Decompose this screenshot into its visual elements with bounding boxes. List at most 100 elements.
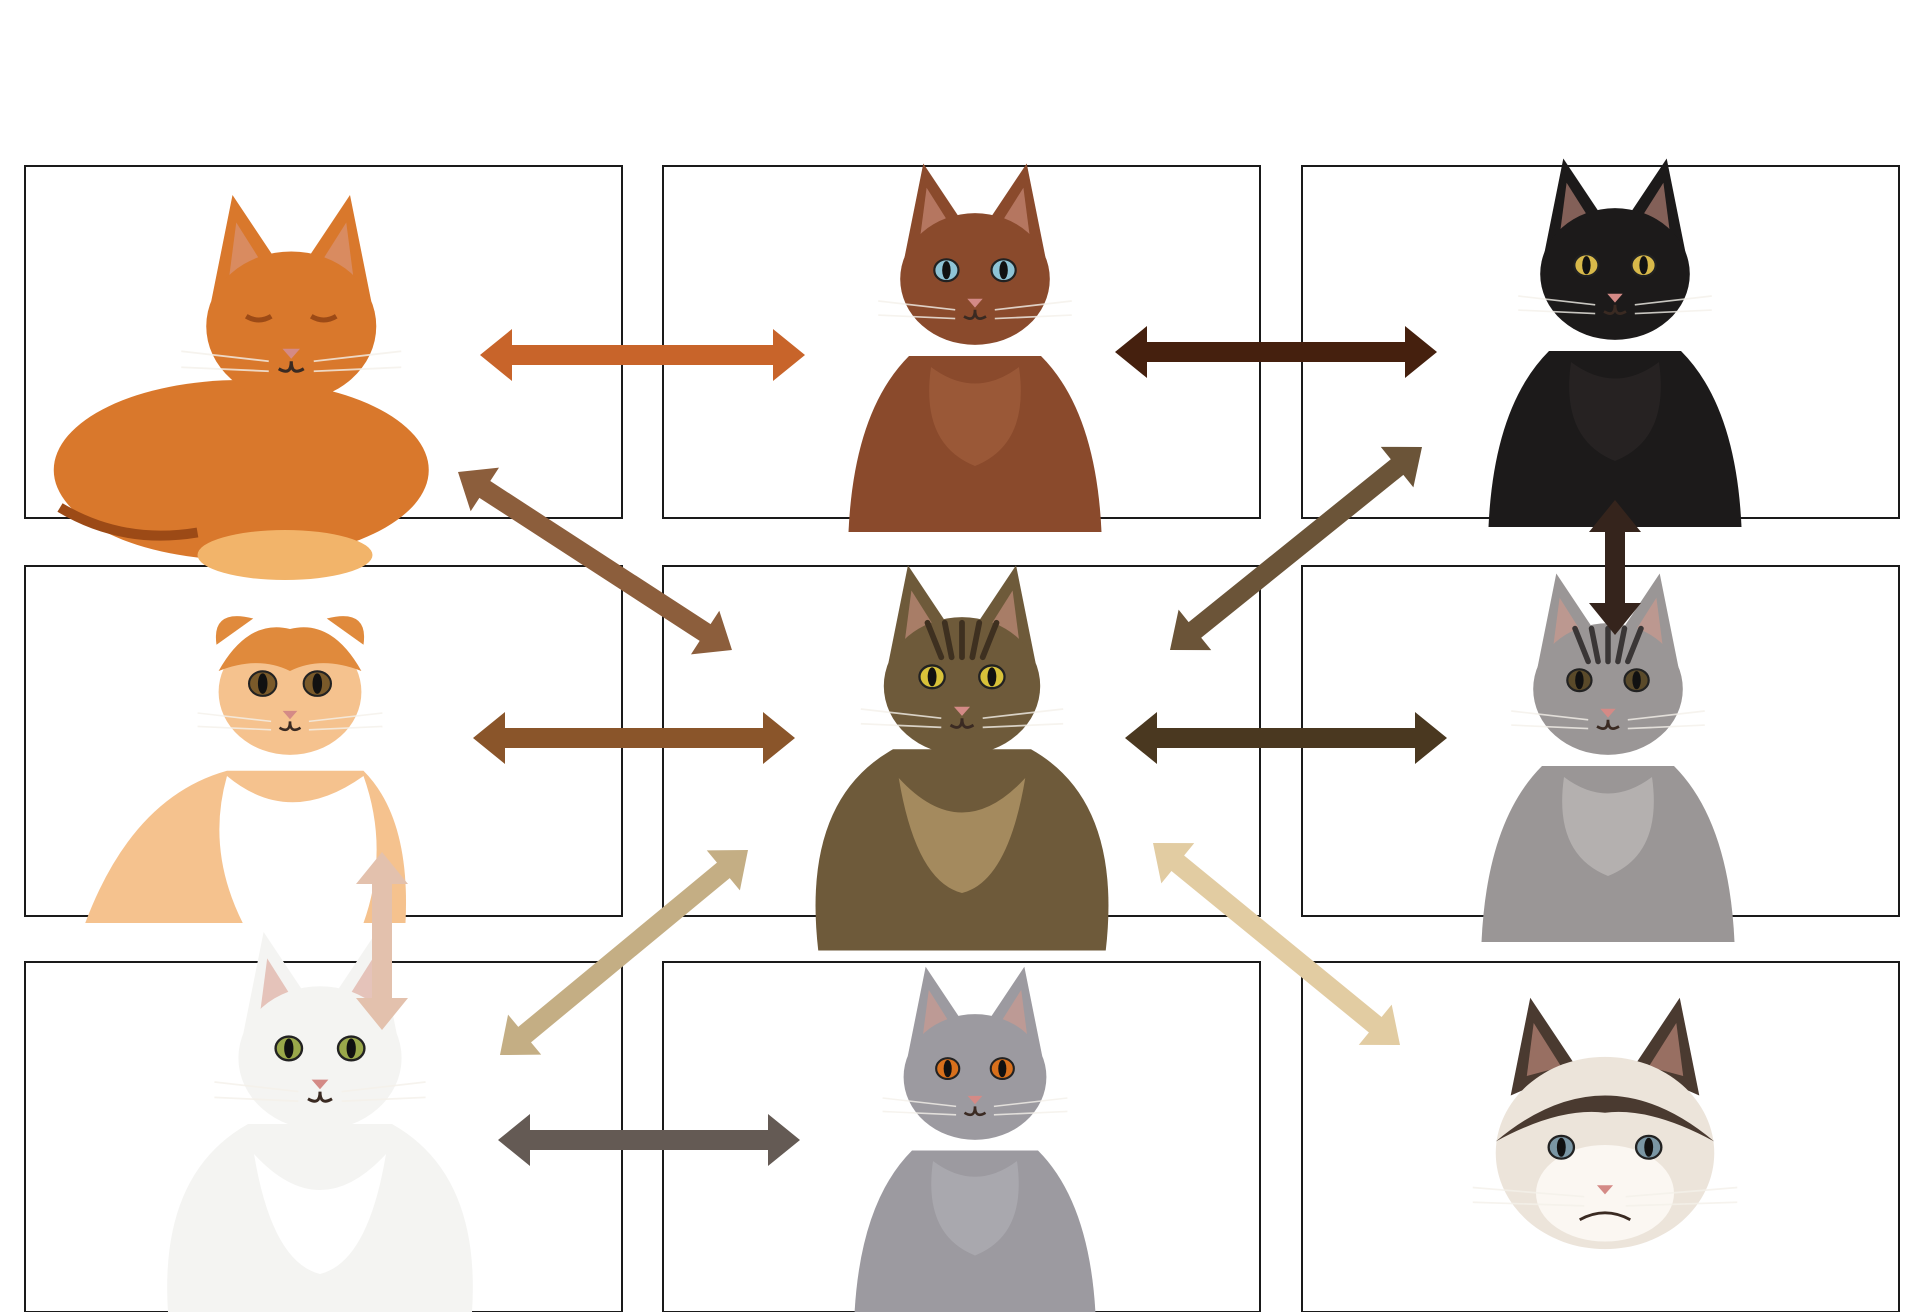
- cat-whisker: [982, 722, 1064, 729]
- cat-forehead-stripe: [941, 619, 955, 661]
- cat-whisker: [878, 314, 956, 320]
- cat-head: [882, 966, 1068, 1140]
- cat-stripe: [57, 503, 199, 541]
- cat-whisker: [993, 1110, 1068, 1116]
- cat-whisker: [214, 1081, 299, 1093]
- cat-face-patch: [218, 627, 362, 671]
- cat-chest: [1569, 362, 1661, 461]
- cat-body: [53, 380, 429, 560]
- cat-mouth: [1579, 1211, 1631, 1221]
- cat-pupil-right: [346, 1038, 356, 1059]
- cat-body: [854, 1150, 1096, 1312]
- cat-nose: [282, 710, 298, 720]
- cat-head: [1472, 997, 1738, 1250]
- cat-head: [860, 565, 1064, 755]
- black-cat-photo: [1488, 158, 1742, 527]
- arrow-black-cat-silver-tabby: [1589, 500, 1641, 635]
- cat-inner-ear-left: [1526, 1023, 1562, 1076]
- cat-whisker: [994, 300, 1072, 311]
- connection-arrows: [356, 326, 1641, 1166]
- cat-head: [1511, 573, 1705, 755]
- cat-pupil-right: [999, 261, 1008, 280]
- cat-mouth: [277, 361, 305, 373]
- cat-whisker: [1511, 710, 1589, 721]
- cat-whisker: [1472, 1201, 1585, 1207]
- cat-whisker: [181, 366, 269, 373]
- cat-forehead-stripe: [1588, 625, 1601, 665]
- cat-whisker: [882, 1110, 957, 1116]
- cat-body: [1488, 351, 1742, 527]
- cat-head: [197, 616, 383, 755]
- cat-body: [1481, 766, 1735, 942]
- cat-whisker: [313, 366, 402, 373]
- arrow-white-cat-british-shorthair: [498, 1114, 800, 1166]
- cat-pupil-left: [927, 667, 937, 687]
- cat-face: [1533, 623, 1683, 755]
- arrow-maine-coon-grumpy-cat: [1153, 843, 1401, 1046]
- cat-chest-ruff: [898, 778, 1026, 893]
- cat-whisker: [982, 708, 1064, 720]
- cat-pupil-left: [1582, 256, 1591, 275]
- cat-whisker: [341, 1081, 426, 1093]
- cat-whisker: [1518, 309, 1596, 315]
- cat-whisker: [878, 300, 956, 311]
- arrow-scottish-fold-maine-coon: [473, 712, 795, 764]
- cat-whisker: [341, 1096, 426, 1103]
- cat-whisker: [1472, 1186, 1585, 1198]
- cat-whisker: [1518, 295, 1596, 306]
- cat-pupil-left: [1575, 671, 1584, 690]
- cat-forehead-stripe: [1625, 625, 1644, 665]
- cat-body: [848, 356, 1102, 532]
- cat-forehead-stripe: [969, 619, 983, 661]
- cat-nose: [311, 1079, 329, 1090]
- cat-nose: [967, 1095, 983, 1105]
- cat-face: [1540, 208, 1690, 340]
- silver-tabby-cat-photo: [1481, 573, 1735, 942]
- cat-whisker: [181, 350, 269, 363]
- cat-mouth: [949, 718, 975, 729]
- cat-whisker: [1511, 724, 1589, 730]
- cat-face: [900, 213, 1050, 345]
- cat-pupil-right: [312, 673, 323, 694]
- cat-whisker: [1625, 1186, 1738, 1198]
- cat-nose: [1607, 293, 1623, 303]
- cat-whisker: [1627, 724, 1705, 730]
- arrow-orange-tabby-burmese: [480, 329, 805, 381]
- cat-head: [214, 932, 426, 1130]
- cat-face: [206, 251, 377, 402]
- maine-coon-cat-photo: [815, 565, 1109, 951]
- cat-pupil-left: [943, 1059, 952, 1078]
- cat-mouth: [278, 721, 302, 732]
- grey-british-shorthair-cat-photo: [854, 966, 1096, 1312]
- cat-whisker: [308, 725, 383, 731]
- cat-chest-ruff: [254, 1154, 386, 1274]
- cat-paws: [197, 530, 373, 580]
- cat-forehead-stripe: [979, 619, 1000, 661]
- cat-pupil-right: [998, 1059, 1007, 1078]
- cat-head: [1518, 158, 1712, 340]
- cat-pupil-left: [257, 673, 268, 694]
- cat-whisker: [197, 725, 272, 731]
- cat-whisker: [993, 1097, 1068, 1108]
- cat-whisker: [1634, 295, 1712, 306]
- arrow-white-cat-maine-coon: [499, 850, 748, 1056]
- cat-face: [903, 1014, 1047, 1140]
- cat-nose: [1596, 1185, 1614, 1195]
- arrow-orange-tabby-maine-coon: [458, 467, 732, 655]
- cat-chest: [931, 1161, 1019, 1256]
- cat-forehead-stripe: [924, 619, 945, 661]
- cat-ear-left: [215, 616, 254, 645]
- brown-burmese-cat-photo: [848, 163, 1102, 532]
- cat-eye-left-closed: [244, 314, 273, 323]
- cat-forehead-stripe: [1572, 625, 1591, 665]
- cat-chest: [219, 776, 377, 923]
- cat-face: [883, 617, 1041, 755]
- cat-whisker: [1627, 710, 1705, 721]
- cat-whisker: [1634, 309, 1712, 315]
- cat-whisker: [860, 708, 942, 720]
- arrow-maine-coon-silver-tabby: [1125, 712, 1447, 764]
- orange-white-scottish-fold-kitten-photo: [85, 616, 407, 923]
- cat-nose: [282, 348, 300, 359]
- cat-pupil-right: [987, 667, 997, 687]
